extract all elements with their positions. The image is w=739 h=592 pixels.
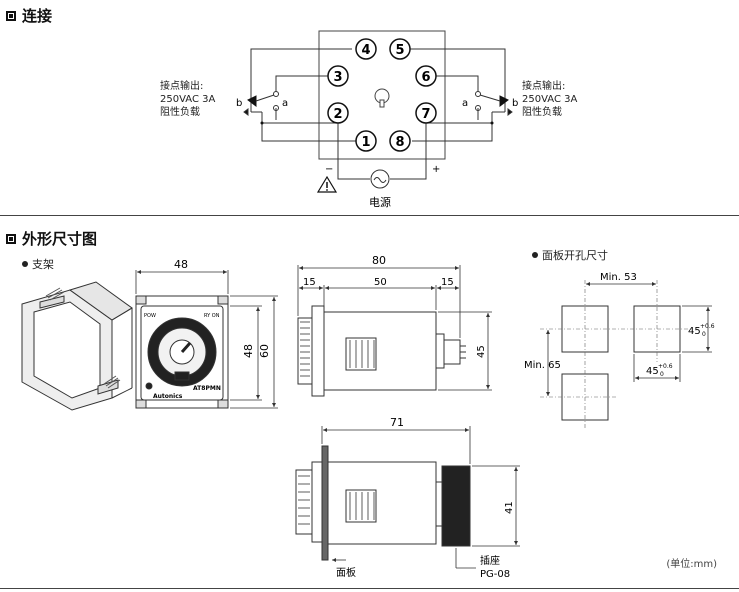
- pin-5: 5: [389, 38, 411, 60]
- warning-icon: [316, 175, 338, 193]
- bracket-drawing: [21, 281, 133, 411]
- cutout-size-h: 45: [688, 326, 701, 337]
- switch-a-right: a: [462, 98, 468, 109]
- cutout-heading: 面板开孔尺寸: [532, 247, 608, 263]
- side-left-label: 15: [303, 277, 316, 288]
- cutout-tol-h-lower: 0: [702, 331, 706, 338]
- socket-key-icon: [374, 88, 390, 108]
- switch-b-left: b: [236, 98, 242, 109]
- contact-note-right-line1: 接点输出:: [522, 81, 566, 92]
- socket-label: 插座: [480, 554, 500, 567]
- side-height-label: 45: [476, 345, 487, 358]
- dimension-drawings: POW RY ON Autonics AT8PMN 48 48 60: [21, 254, 715, 580]
- square-bullet-icon: [6, 10, 16, 21]
- svg-text:6: 6: [421, 70, 430, 85]
- bracket-heading: 支架: [22, 256, 54, 272]
- bullet-icon: [532, 252, 538, 258]
- pin-3: 3: [327, 65, 349, 87]
- svg-text:8: 8: [395, 135, 404, 150]
- pin-1: 1: [355, 130, 377, 152]
- section-divider: [0, 215, 739, 216]
- front-view-drawing: [135, 295, 229, 409]
- cutout-tol-h-upper: +0.6: [700, 323, 715, 330]
- contact-note-left-line3: 阻性负载: [160, 107, 200, 118]
- side-total-label: 80: [372, 254, 386, 267]
- side-view-drawing: [297, 305, 466, 397]
- power-minus: −: [325, 164, 333, 175]
- left-relay-switch: [243, 90, 279, 120]
- cutout-min-h: Min. 53: [600, 272, 637, 283]
- side-right-label: 15: [441, 277, 454, 288]
- pin-8: 8: [389, 130, 411, 152]
- brand-text: Autonics: [153, 393, 183, 400]
- cutout-min-v: Min. 65: [524, 360, 561, 371]
- cutout-tol-v-lower: 0: [660, 371, 664, 378]
- bracket-label: 支架: [32, 258, 54, 271]
- socket-total-label: 71: [390, 416, 404, 429]
- socket-model-label: PG-08: [480, 569, 510, 580]
- pin-2: 2: [327, 102, 349, 124]
- contact-note-right: 接点输出: 250VAC 3A 阻性负载: [522, 80, 577, 119]
- cutout-size-v: 45: [646, 366, 659, 377]
- contact-note-left-line1: 接点输出:: [160, 81, 204, 92]
- front-width-label: 48: [174, 258, 188, 271]
- model-text: AT8PMN: [193, 385, 221, 392]
- contact-note-right-line3: 阻性负载: [522, 107, 562, 118]
- bottom-rule: [0, 588, 739, 589]
- socket-height-label: 41: [504, 501, 515, 514]
- svg-text:3: 3: [333, 70, 342, 85]
- cutout-tol-v-upper: +0.6: [658, 363, 673, 370]
- svg-text:2: 2: [333, 107, 342, 122]
- power-label: 电源: [369, 195, 391, 209]
- right-relay-switch: [475, 91, 513, 120]
- switch-a-left: a: [282, 98, 288, 109]
- pin-4: 4: [355, 38, 377, 60]
- contact-note-left-line2: 250VAC 3A: [160, 94, 216, 105]
- cutout-label: 面板开孔尺寸: [542, 249, 608, 262]
- bullet-icon: [22, 261, 28, 267]
- power-plus: +: [432, 164, 440, 175]
- svg-text:4: 4: [361, 43, 370, 58]
- svg-text:1: 1: [361, 135, 370, 150]
- pin-6: 6: [415, 65, 437, 87]
- side-middle-label: 50: [374, 277, 387, 288]
- ry-label: RY ON: [204, 313, 220, 319]
- svg-text:7: 7: [421, 107, 430, 122]
- panel-label: 面板: [336, 566, 356, 579]
- switch-b-right: b: [512, 98, 518, 109]
- front-height-inner-label: 48: [242, 344, 255, 358]
- section-connection-heading: 连接: [6, 5, 52, 26]
- contact-note-left: 接点输出: 250VAC 3A 阻性负载: [160, 80, 215, 119]
- svg-text:5: 5: [395, 43, 404, 58]
- section-dimensions-title: 外形尺寸图: [22, 230, 98, 248]
- front-height-outer-label: 60: [258, 344, 271, 358]
- pow-label: POW: [144, 313, 156, 319]
- unit-note: (单位:mm): [666, 559, 717, 570]
- section-dimensions-heading: 外形尺寸图: [6, 228, 97, 249]
- pin-7: 7: [415, 102, 437, 124]
- socket-mount-drawing: [295, 445, 471, 561]
- ac-source-icon: [370, 169, 390, 189]
- connection-diagram: 4 5 3 6 2 7 1 8 b a a b − + 电源: [236, 30, 518, 209]
- square-bullet-icon: [6, 233, 16, 244]
- section-connection-title: 连接: [22, 7, 53, 25]
- contact-note-right-line2: 250VAC 3A: [522, 94, 578, 105]
